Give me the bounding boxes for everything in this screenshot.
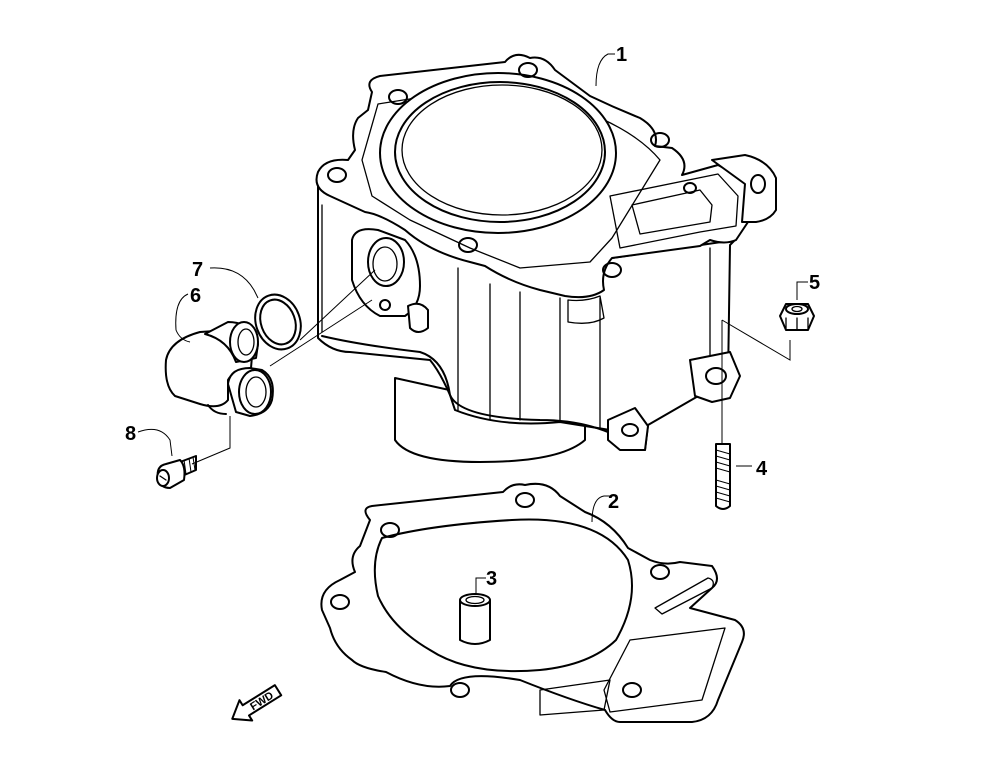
callout-1-label: 1 <box>616 44 627 66</box>
arrow-left-icon <box>231 684 283 722</box>
callout-4-label: 4 <box>756 458 768 480</box>
leader-lines <box>137 53 808 594</box>
callout-5-label: 5 <box>809 272 820 294</box>
nut-part <box>779 303 815 331</box>
cylinder-part <box>315 53 777 463</box>
stud-part <box>715 443 731 510</box>
callout-3-label: 3 <box>486 568 497 590</box>
o-ring-part <box>254 293 302 351</box>
callout-8-label: 8 <box>125 423 136 445</box>
assembly-lines <box>191 269 791 465</box>
callout-labels: 1 2 3 4 5 6 7 8 <box>125 44 820 590</box>
callout-6-label: 6 <box>190 285 201 307</box>
dowel-pin-part <box>459 593 491 645</box>
callout-7-label: 7 <box>192 259 203 281</box>
water-elbow-part <box>164 321 274 417</box>
callout-2-label: 2 <box>608 491 619 513</box>
base-gasket-part <box>320 482 745 723</box>
cap-screw-part <box>156 455 197 489</box>
fwd-direction-indicator: FWD <box>231 684 283 722</box>
